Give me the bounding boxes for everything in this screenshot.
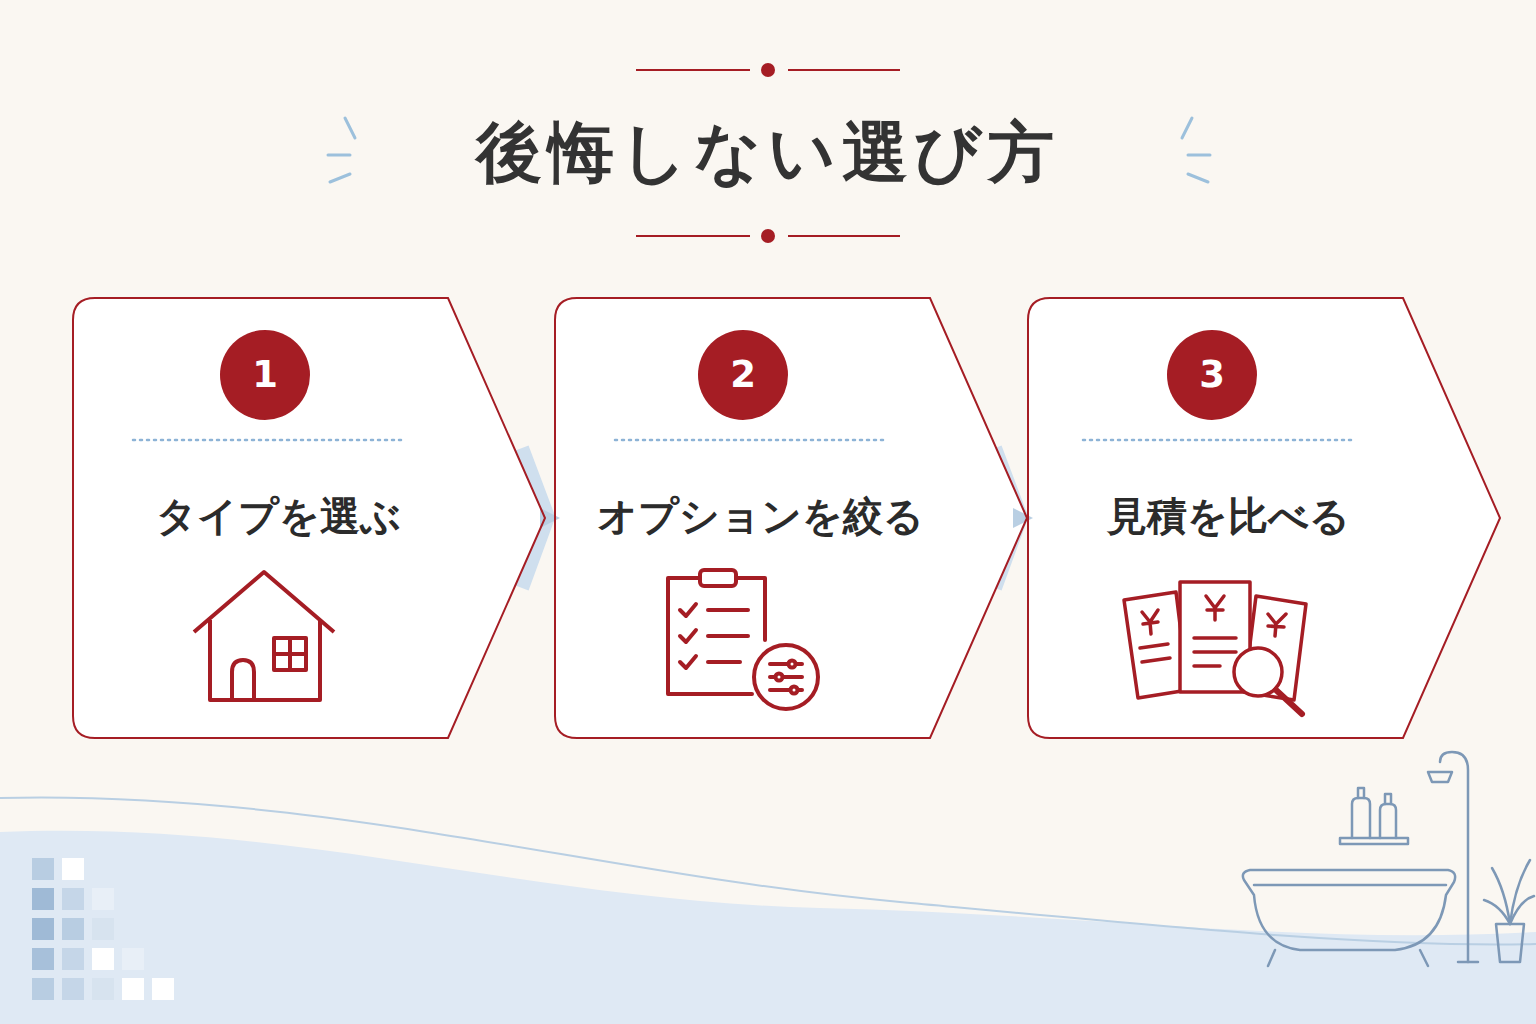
tile [152,978,174,1000]
tile [62,888,84,910]
step-number: 3 [1167,330,1257,420]
box-fills [73,298,1500,738]
step-number-text: 3 [1199,350,1225,400]
tile [32,858,54,880]
dotted-divider [1083,439,1353,442]
step-box: 見積を比べる 3 [1028,298,1500,738]
tile [122,978,144,1000]
quotes-icon [1124,582,1306,714]
tile [32,948,54,970]
chevron-border [73,298,545,738]
step-number-text: 2 [730,350,756,400]
step-number: 2 [698,330,788,420]
dotted-divider [133,439,403,442]
tile-squares [32,858,174,1000]
tile [62,858,84,880]
step-box: オプションを絞る 2 [555,298,1027,738]
tile [62,978,84,1000]
ornament-dot [761,229,775,243]
tile [32,888,54,910]
tile [62,918,84,940]
step-label: オプションを絞る [575,486,945,546]
chevron-border [1028,298,1500,738]
step-box: タイプを選ぶ 1 [73,298,545,738]
house-icon [194,572,334,700]
tile [92,978,114,1000]
ornament-dot [761,63,775,77]
tile [92,918,114,940]
tile [32,918,54,940]
tile [62,948,84,970]
bathtub-illustration [1243,752,1534,966]
box-fill [1028,298,1500,738]
tile [122,948,144,970]
step-label: タイプを選ぶ [93,486,463,546]
step-number: 1 [220,330,310,420]
tile [32,978,54,1000]
box-fill [73,298,545,738]
title: 後悔しない選び方 [0,108,1536,198]
checklist-icon [668,570,818,709]
dotted-divider [615,439,885,442]
wave-fill [0,831,1536,1024]
step-label: 見積を比べる [1043,486,1413,546]
chevron-border [555,298,1027,738]
tile [92,948,114,970]
step-number-text: 1 [252,350,278,400]
box-fill [555,298,1027,738]
tile [92,888,114,910]
